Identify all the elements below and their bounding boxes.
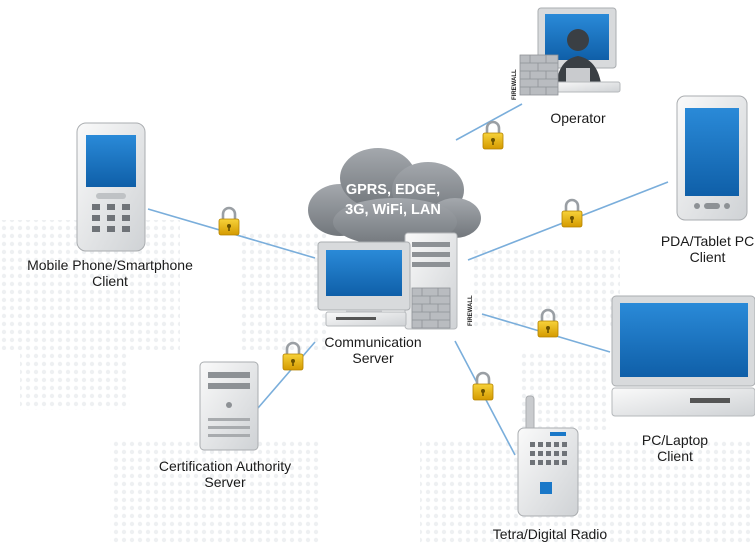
laptop-label: PC/Laptop Client: [620, 432, 730, 464]
radio-label: Tetra/Digital Radio: [470, 526, 630, 542]
operator-label: Operator: [528, 110, 628, 126]
lock-icon-operator: [481, 120, 505, 151]
radio-label-line1: Tetra/Digital Radio: [492, 526, 608, 542]
operator-firewall-label: FIREWALL: [512, 69, 518, 100]
cloud-label-line1: GPRS, EDGE,: [345, 182, 441, 198]
digital-radio-icon: [517, 395, 579, 517]
ca-server-icon: [199, 361, 259, 451]
lock-icon-pda: [560, 198, 584, 229]
cloud-label-line2: 3G, WiFi, LAN: [345, 202, 441, 218]
pda-label: PDA/Tablet PC Client: [650, 233, 755, 265]
mobile-phone-icon: [76, 122, 146, 252]
ca-label-line1: Certification Authority: [158, 458, 292, 474]
laptop-label-line2: Client: [657, 448, 693, 464]
link-server-ca: [257, 341, 316, 409]
ca-label-line2: Server: [204, 474, 246, 490]
operator-label-line1: Operator: [550, 110, 606, 126]
server-label-line2: Server: [352, 350, 394, 366]
pda-tablet-icon: [676, 95, 748, 221]
cloud-label: GPRS, EDGE, 3G, WiFi, LAN: [318, 180, 468, 220]
mobile-label-line1: Mobile Phone/Smartphone: [27, 257, 193, 273]
lock-icon-radio: [471, 371, 495, 402]
pda-label-line1: PDA/Tablet PC: [660, 233, 755, 249]
mobile-label: Mobile Phone/Smartphone Client: [10, 257, 210, 289]
pc-laptop-icon: [611, 295, 755, 417]
ca-label: Certification Authority Server: [140, 458, 310, 490]
world-map-background: [0, 220, 750, 545]
mobile-label-line2: Client: [92, 273, 128, 289]
communication-server-icon: FIREWALL: [317, 232, 474, 330]
pda-label-line2: Client: [689, 249, 726, 265]
network-cloud: [308, 148, 481, 246]
laptop-label-line1: PC/Laptop: [641, 432, 709, 448]
lock-icon-mobile: [217, 206, 241, 237]
operator-icon: FIREWALL: [512, 7, 621, 100]
server-label: Communication Server: [318, 334, 428, 366]
server-label-line1: Communication: [324, 334, 422, 350]
firewall-label: FIREWALL: [468, 295, 474, 326]
